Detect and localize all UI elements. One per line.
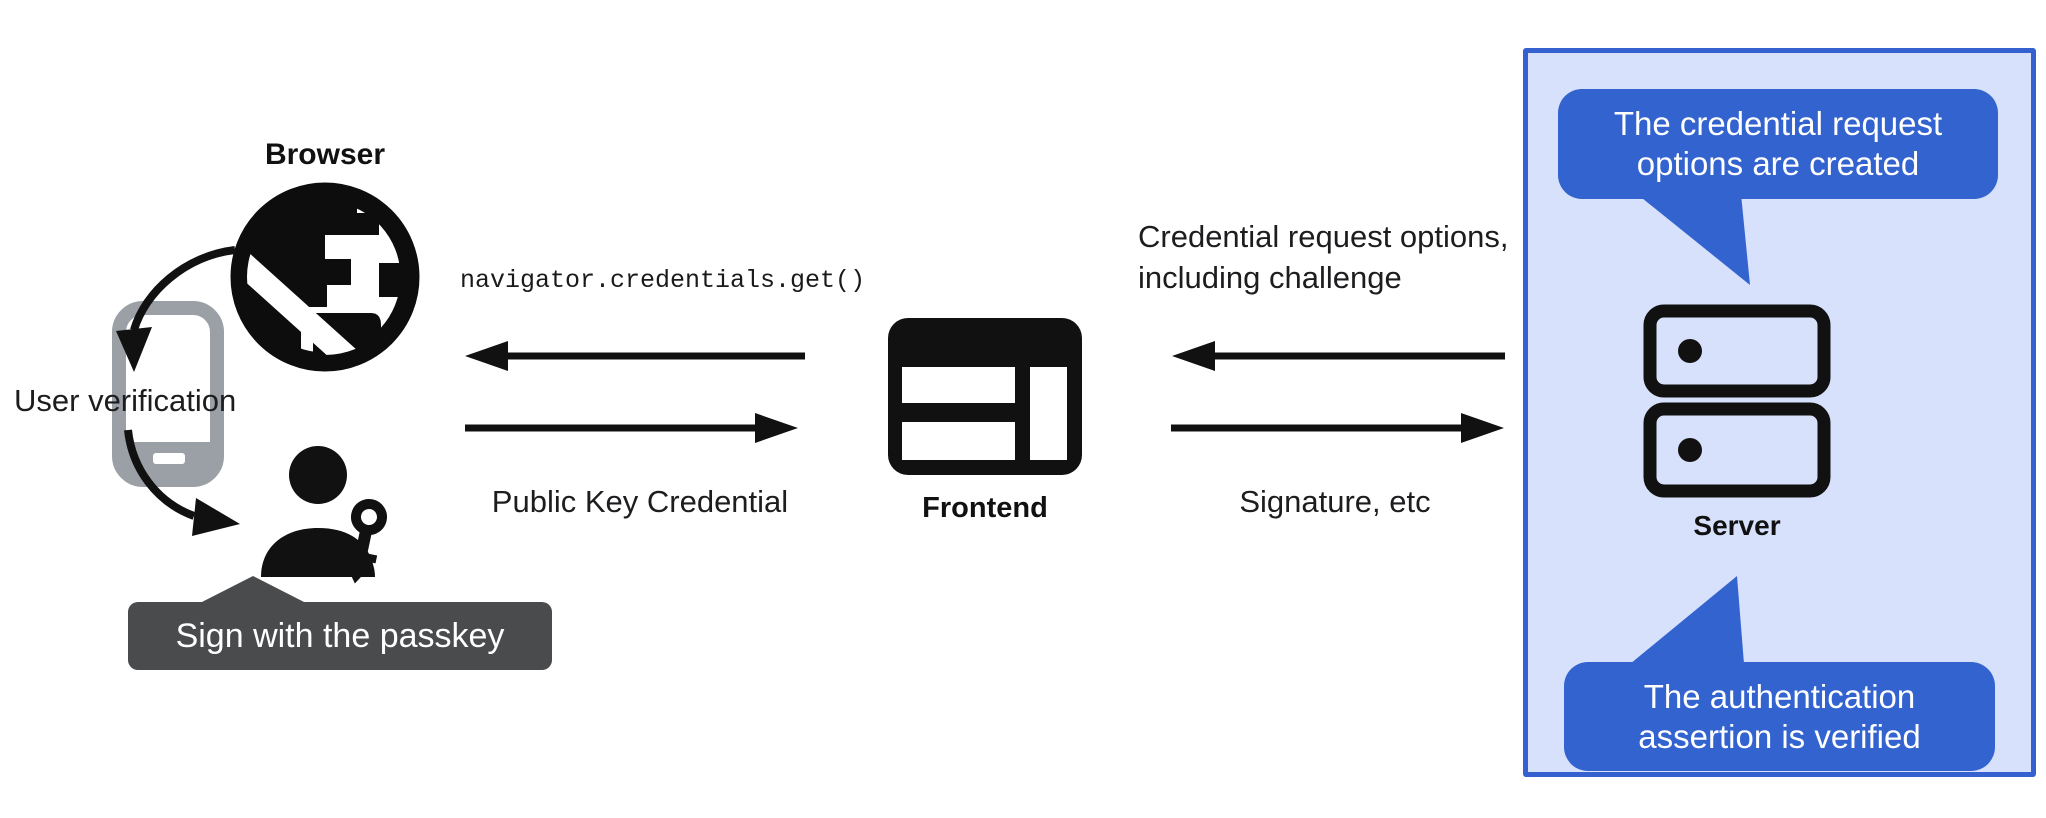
bubble-top-line2: options are created <box>1636 145 1920 182</box>
browser-label: Browser <box>264 138 386 171</box>
passkey-tooltip-label: Sign with the passkey <box>175 616 505 655</box>
server-label: Server <box>1693 510 1781 541</box>
frontend-server-arrows-icon <box>1171 341 1505 443</box>
smartphone-icon <box>112 301 224 487</box>
server-stack-icon <box>1643 304 1831 498</box>
bubble-credential-request-created: The credential request options are creat… <box>1558 89 1998 199</box>
credential-request-options-label: Credential request options, including ch… <box>1138 216 1509 298</box>
passkey-tooltip: Sign with the passkey <box>128 602 552 670</box>
signature-label: Signature, etc <box>1239 484 1431 519</box>
user-verification-label: User verification <box>14 383 237 418</box>
bubble-assertion-verified: The authentication assertion is verified <box>1564 662 1995 771</box>
person-key-icon <box>261 446 387 584</box>
user-verification-arrows-icon <box>116 246 240 536</box>
globe-icon <box>230 182 420 372</box>
bubble-bottom-tail <box>1630 576 1744 664</box>
credentials-get-code-label: navigator.credentials.get() <box>460 266 866 295</box>
bubble-top-line1: The credential request <box>1613 105 1943 142</box>
bubble-bottom-line1: The authentication <box>1643 677 1916 715</box>
frontend-label: Frontend <box>922 492 1048 524</box>
public-key-credential-label: Public Key Credential <box>491 484 789 519</box>
credential-request-options-line1: Credential request options, <box>1138 219 1509 254</box>
bubble-top-tail <box>1637 194 1750 285</box>
browser-window-icon <box>888 318 1082 475</box>
browser-frontend-arrows-icon <box>465 341 805 443</box>
tooltip-pointer <box>198 576 308 604</box>
bubble-bottom-line2: assertion is verified <box>1638 717 1921 755</box>
credential-request-options-line2: including challenge <box>1138 260 1402 295</box>
